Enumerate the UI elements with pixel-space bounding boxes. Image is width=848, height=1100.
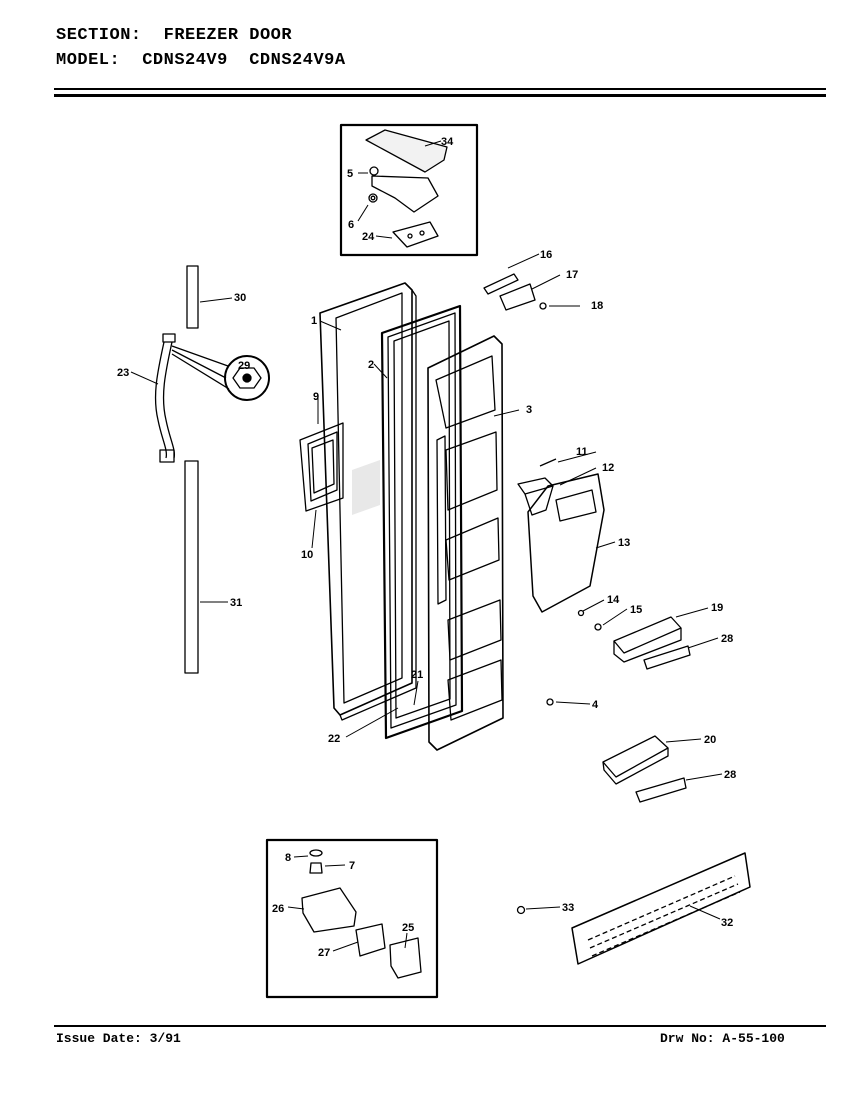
trim-28-lower: [635, 777, 687, 803]
callout-9: 9: [313, 391, 319, 403]
callout-31: 31: [230, 597, 242, 609]
screw-15: [594, 623, 602, 631]
hinge-parts-16-18: [483, 273, 547, 311]
wire-harness-23: [154, 333, 270, 463]
door-bin-20: [602, 735, 669, 785]
strip-31: [184, 460, 199, 674]
callout-5: 5: [347, 168, 353, 180]
screw-4: [546, 698, 554, 706]
model-line: MODEL: CDNS24V9 CDNS24V9A: [56, 51, 346, 70]
callout-19: 19: [711, 602, 723, 614]
callout-14: 14: [607, 594, 620, 606]
callout-18: 18: [591, 300, 603, 312]
issue-date: Issue Date: 3/91: [56, 1031, 181, 1046]
header-rule-top: [54, 88, 826, 90]
screw-33: [516, 905, 526, 915]
callout-6: 6: [348, 219, 354, 231]
door-outer-panel-1: [319, 282, 417, 721]
callout-28-upper: 28: [721, 633, 733, 645]
callout-13: 13: [618, 537, 630, 549]
callout-24: 24: [362, 231, 375, 243]
callout-3: 3: [526, 404, 532, 416]
callout-16: 16: [540, 249, 552, 261]
callout-33: 33: [562, 902, 574, 914]
model-value: CDNS24V9 CDNS24V9A: [142, 51, 346, 70]
callout-10: 10: [301, 549, 313, 561]
callout-8: 8: [285, 852, 291, 864]
header-rule-bottom: [54, 94, 826, 97]
callout-32: 32: [721, 917, 733, 929]
callout-22: 22: [328, 733, 340, 745]
callout-1: 1: [311, 315, 317, 327]
callout-2: 2: [368, 359, 374, 371]
grille-32: [571, 852, 751, 965]
callout-26: 26: [272, 903, 284, 915]
callout-20: 20: [704, 734, 716, 746]
callout-29: 29: [238, 360, 250, 372]
callout-11: 11: [576, 446, 588, 458]
strip-30: [186, 265, 199, 329]
callout-labels: 34 5 6 24 16 17 18 30 29 23 1 2 3 9 10 1…: [117, 136, 736, 959]
callout-7: 7: [349, 860, 355, 872]
footer-rule: [54, 1025, 826, 1027]
callout-34: 34: [441, 136, 454, 148]
callout-15: 15: [630, 604, 642, 616]
top-hinge-inset: [339, 123, 479, 257]
shelf-bin-19: [613, 616, 682, 663]
callout-21: 21: [411, 669, 423, 681]
section-line: SECTION: FREEZER DOOR: [56, 26, 292, 45]
dispenser-frame-9: [299, 422, 344, 512]
drawing-number: Drw No: A-55-100: [660, 1031, 785, 1046]
inner-liner-3: [427, 335, 504, 751]
leader-lines: [130, 140, 723, 952]
bottom-hinge-inset: [265, 838, 439, 999]
screw-14: [577, 609, 585, 617]
section-value: FREEZER DOOR: [163, 26, 293, 45]
callout-23: 23: [117, 367, 129, 379]
callout-25: 25: [402, 922, 414, 934]
section-label: SECTION:: [56, 26, 142, 45]
callout-4: 4: [592, 699, 599, 711]
callout-28-lower: 28: [724, 769, 736, 781]
callout-17: 17: [566, 269, 578, 281]
callout-27: 27: [318, 947, 330, 959]
trim-28-upper: [643, 645, 691, 670]
ice-chute-13: [517, 458, 605, 613]
callout-12: 12: [602, 462, 614, 474]
callout-30: 30: [234, 292, 246, 304]
model-label: MODEL:: [56, 51, 121, 70]
